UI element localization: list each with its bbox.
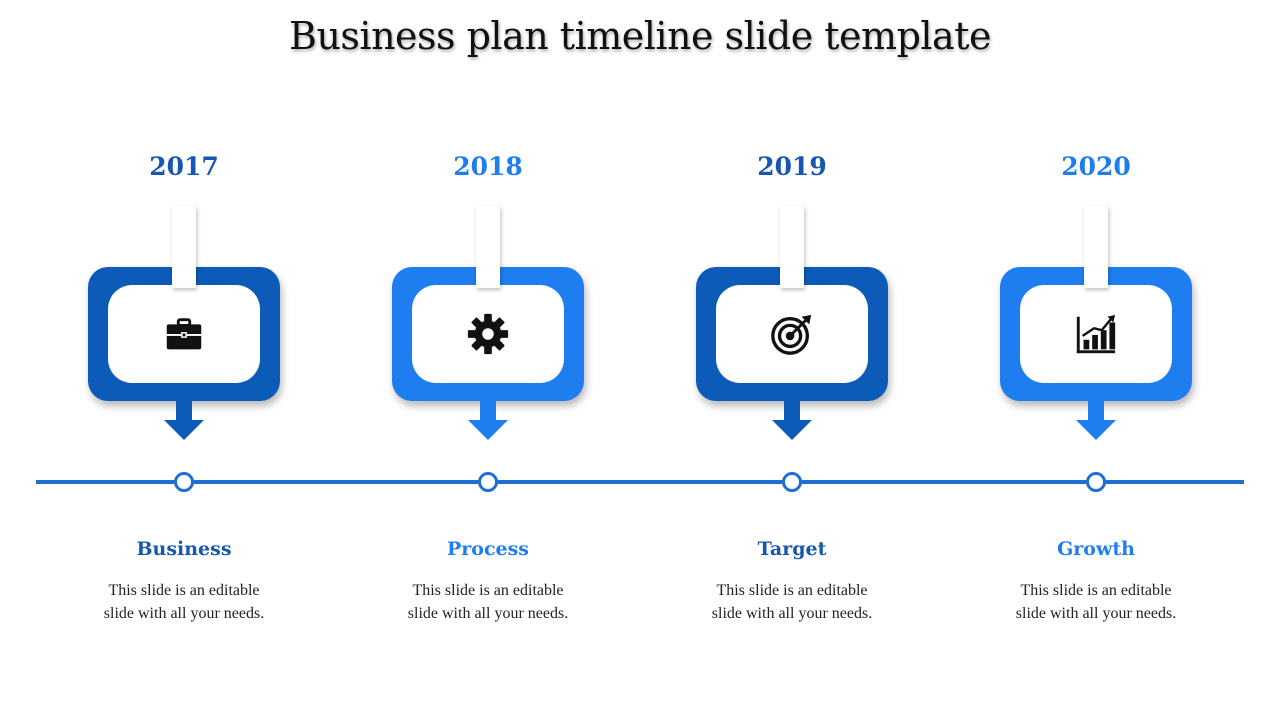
arrow-shaft [480,400,496,422]
milestone-box [1000,267,1192,401]
timeline-line [36,480,1244,484]
milestone-label: Business [136,538,232,560]
slide-title: Business plan timeline slide template [289,14,991,58]
arrow-shaft [1088,400,1104,422]
milestone-2020: 2020 Growth This slide is an editable sl… [966,0,1226,720]
milestone-box [696,267,888,401]
timeline-dot [782,472,802,492]
arrow-shaft [784,400,800,422]
icon-panel [716,285,868,383]
milestone-2017: 2017 Business This slide is an editable … [54,0,314,720]
gear-icon [467,313,509,355]
milestone-year: 2020 [1061,152,1131,181]
milestone-description: This slide is an editable slide with all… [103,582,265,622]
briefcase-icon [166,318,202,350]
milestone-box [392,267,584,401]
milestone-2019: 2019 Target This slide is an editable sl… [662,0,922,720]
icon-panel [108,285,260,383]
arrow-head [468,420,508,440]
arrow-head [1076,420,1116,440]
milestone-description: This slide is an editable slide with all… [1015,582,1177,622]
target-icon [771,314,812,355]
milestone-year: 2017 [149,152,219,181]
milestone-box [88,267,280,401]
milestone-label: Process [446,538,530,560]
year-connector [172,206,196,288]
milestone-2018: 2018 Process This slide is [358,0,618,720]
milestone-year: 2019 [757,152,827,181]
year-connector [780,206,804,288]
milestone-description: This slide is an editable slide with all… [711,582,873,622]
arrow-shaft [176,400,192,422]
timeline-dot [174,472,194,492]
timeline-dot [1086,472,1106,492]
arrow-head [772,420,812,440]
milestone-label: Target [757,538,827,560]
timeline-dot [478,472,498,492]
milestone-description: This slide is an editable slide with all… [407,582,569,622]
arrow-head [164,420,204,440]
bar-chart-growth-icon [1076,314,1116,354]
icon-panel [1020,285,1172,383]
icon-panel [412,285,564,383]
milestone-label: Growth [1057,538,1135,560]
year-connector [476,206,500,288]
year-connector [1084,206,1108,288]
milestone-year: 2018 [453,152,523,181]
